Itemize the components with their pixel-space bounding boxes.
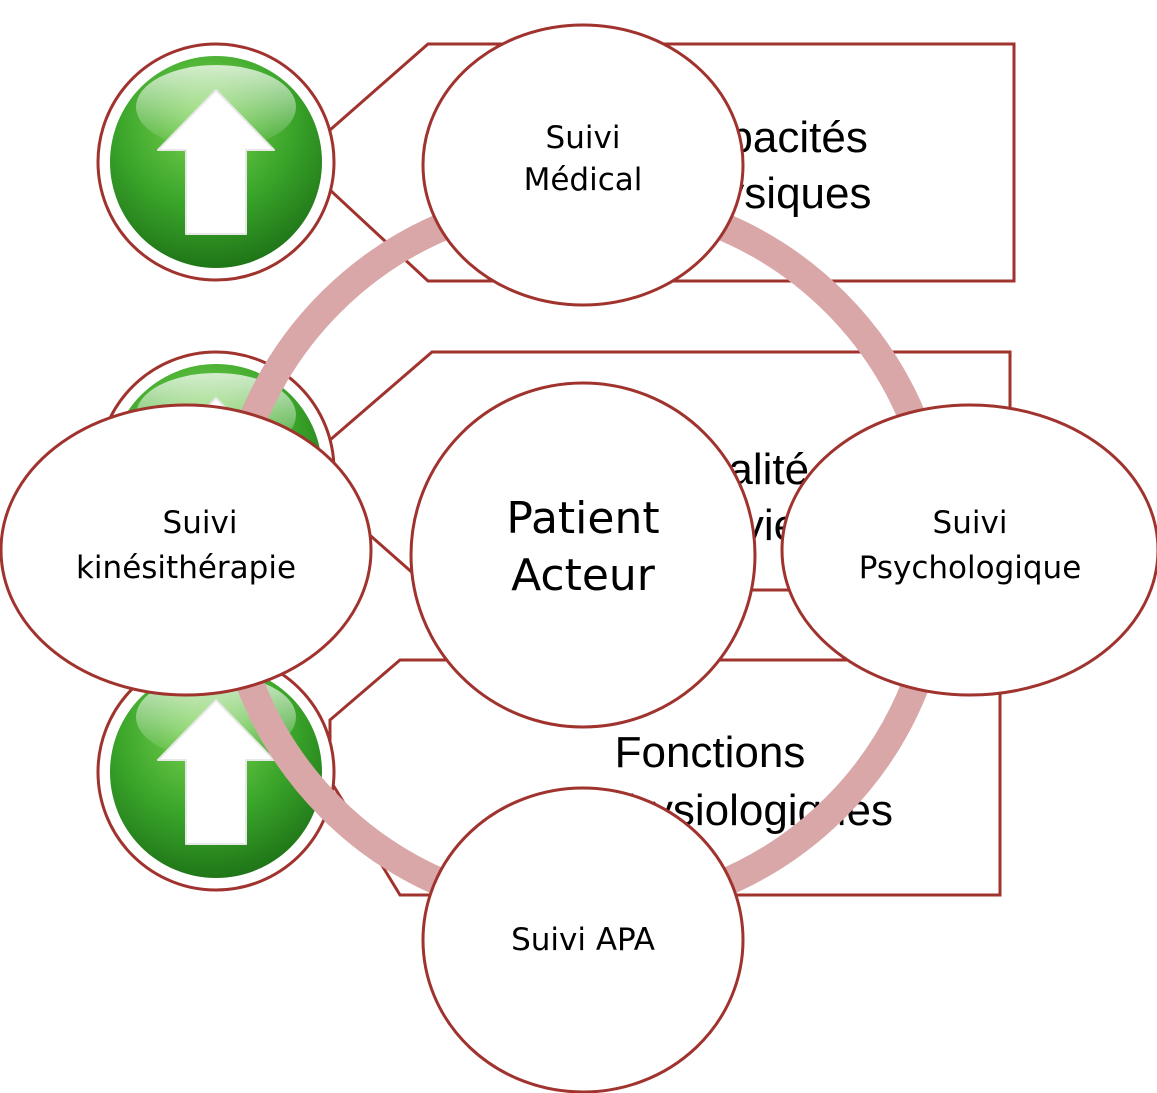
satellite-apa-line-1: Suivi APA	[511, 922, 655, 958]
callout-3-line-1: Fonctions	[615, 728, 806, 777]
satellite-medical-line-2: Médical	[524, 162, 643, 198]
satellite-kine: Suivi kinésithérapie	[0, 403, 373, 697]
satellite-kine-line-1: Suivi	[163, 505, 238, 541]
center-node: Patient Acteur	[409, 381, 757, 729]
satellite-apa: Suivi APA	[421, 786, 745, 1093]
up-arrow-icon	[96, 42, 336, 282]
satellite-psy-line-2: Psychologique	[859, 550, 1082, 586]
center-line-1: Patient	[506, 493, 659, 544]
satellite-medical: Suivi Médical	[421, 23, 745, 307]
satellite-kine-line-2: kinésithérapie	[76, 550, 296, 586]
satellite-kine-circle	[0, 403, 373, 697]
satellite-apa-circle	[421, 786, 745, 1093]
center-circle	[409, 381, 757, 729]
satellite-medical-line-1: Suivi	[546, 120, 621, 156]
satellite-psy-circle	[780, 403, 1157, 697]
satellite-psy-line-1: Suivi	[933, 505, 1008, 541]
satellite-psy: Suivi Psychologique	[780, 403, 1157, 697]
center-line-2: Acteur	[511, 550, 656, 601]
satellite-medical-circle	[421, 23, 745, 307]
